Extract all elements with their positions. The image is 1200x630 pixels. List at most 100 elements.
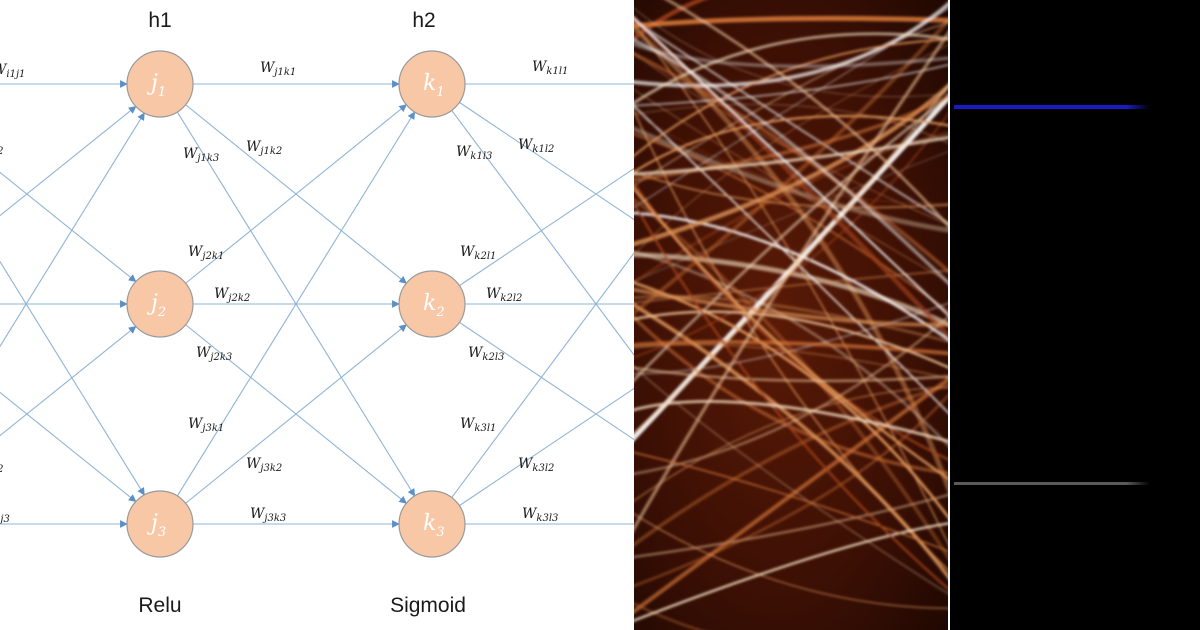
fiber-strand [634,51,950,275]
fiber-strand [634,269,950,304]
weight-labels: Wi1j1 j2 j2 3j3 Wj1k1 Wj1k2 Wj1k3 Wj2k1 … [0,59,568,525]
edge [0,171,137,283]
fiber-strand [634,287,950,327]
fiber-strand [634,112,950,205]
node-k3: k3 [398,490,466,558]
weight-label: Wk3l3 [522,506,558,524]
fiber-strand [634,103,950,145]
weight-label: Wk2l3 [468,345,504,363]
edge [185,324,407,504]
weight-label: j2 [0,146,3,157]
weight-label: 3j3 [0,514,10,525]
edge [451,110,634,356]
weight-label: Wk1l2 [518,137,554,155]
fiber-strand [634,81,950,247]
fiber-strand [634,301,950,375]
edge [459,387,634,507]
node-circle [398,490,466,558]
fiber-strand [634,200,950,592]
fiber-strand [634,94,950,383]
fiber-strand [634,513,950,609]
edge [0,105,137,217]
network-svg: j1 j2 j3 k1 k2 k3 h1 h2 Relu Sigmoid Wi1j1 j2… [0,9,634,617]
fiber-strand [634,16,950,319]
fiber-strand [634,366,950,383]
edge [459,321,634,441]
nodes-group: j1 j2 j3 k1 k2 k3 [126,50,466,558]
fiber-strand [634,22,950,550]
fiber-strand [634,135,950,176]
fiber-strand [634,315,950,476]
edge [451,252,634,498]
fiber-strand [634,197,950,564]
edge [185,104,407,284]
fiber-strand [634,366,950,596]
edge [459,101,634,221]
fiber-strand [634,42,950,69]
node-circle [126,50,194,118]
layer-title-h1: h1 [148,9,171,32]
weight-label: Wk1l3 [456,144,492,162]
node-k2: k2 [398,270,466,338]
node-label: k3 [423,511,445,540]
node-j3: j3 [126,490,194,558]
edge [459,167,634,287]
fiber-strand [634,302,950,583]
fiber-strand [634,32,950,105]
fiber-strand [634,186,950,482]
neural-network-diagram: j1 j2 j3 k1 k2 k3 h1 h2 Relu Sigmoid Wi1j1 j2… [0,9,634,617]
weight-label: Wj2k2 [214,286,250,304]
fiber-strand [634,522,950,622]
weight-label: Wk2l2 [486,286,522,304]
node-j1: j1 [126,50,194,118]
weight-label: Wj2k1 [188,244,224,262]
fiber-strand [634,451,950,553]
activation-label-h2: Sigmoid [390,594,466,617]
fiber-strand [634,399,950,444]
fiber-strand [634,109,950,359]
fiber-strand [634,344,950,380]
weight-label: Wj1k1 [260,60,296,78]
fiber-strand [634,310,950,370]
fiber-strand [634,92,950,442]
weight-label: Wk1l1 [532,59,568,77]
gray-line [954,482,1150,485]
fiber-strand [634,7,950,98]
node-label: k2 [423,291,445,320]
fiber-strand [634,493,950,559]
node-k1: k1 [398,50,466,118]
weight-label: Wj3k2 [246,456,282,474]
edge [0,112,145,348]
weight-label: Wj1k3 [183,146,219,164]
fiber-strand [634,38,950,287]
edge [0,391,137,503]
layer-title-h2: h2 [412,9,435,32]
node-circle [398,270,466,338]
weight-label: Wk3l1 [460,416,496,434]
fiber-strand [634,81,950,435]
fiber-strand [634,25,950,500]
dark-panel [950,0,1200,630]
node-j2: j2 [126,270,194,338]
weight-label: Wk2l1 [460,244,496,262]
fiber-strand [634,21,950,187]
fiber-strand [634,105,950,416]
fiber-strand [634,387,950,502]
node-circle [126,490,194,558]
node-circle [126,270,194,338]
node-circle [398,50,466,118]
fiber-strand [634,295,950,344]
fiber-strand [634,52,950,226]
abstract-fibers-image [634,0,950,630]
activation-label-h1: Relu [138,594,181,617]
fiber-strand [634,602,704,630]
weight-label: j2 [0,464,3,475]
weight-label: Wk3l2 [518,456,554,474]
edges-group [0,80,634,528]
weight-label: Wi1j1 [0,62,25,80]
fiber-strand [665,0,950,230]
weight-label: Wj3k3 [250,506,286,524]
weight-label: Wj1k2 [246,139,282,157]
fibers-svg [634,0,950,630]
fiber-strand [634,27,950,532]
